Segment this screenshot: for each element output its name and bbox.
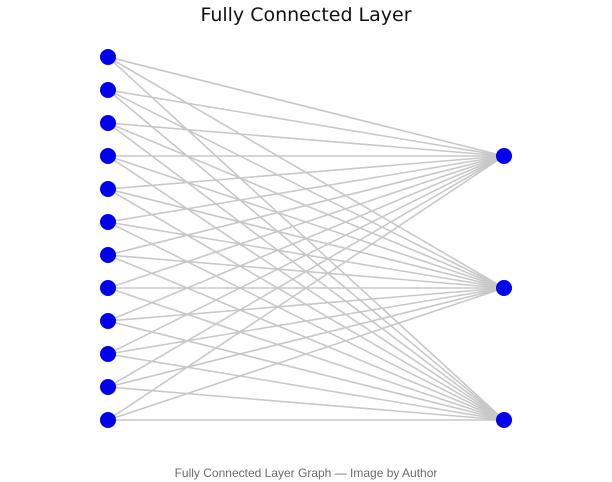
input-node-7 — [100, 247, 116, 263]
edge-in10-out3 — [107, 353, 505, 421]
edge-in12-out2 — [107, 287, 505, 421]
edge-in10-out1 — [107, 155, 505, 355]
input-node-1 — [100, 49, 116, 65]
edge-in12-out1 — [107, 155, 505, 421]
edge-in6-out1 — [107, 155, 505, 223]
input-node-6 — [100, 214, 116, 230]
input-node-11 — [100, 379, 116, 395]
input-node-9 — [100, 313, 116, 329]
edge-in5-out1 — [107, 155, 505, 190]
diagram-title: Fully Connected Layer — [200, 4, 412, 26]
edge-in8-out1 — [107, 155, 505, 289]
edge-in11-out3 — [107, 386, 505, 421]
input-node-5 — [100, 181, 116, 197]
input-node-8 — [100, 280, 116, 296]
input-node-12 — [100, 412, 116, 428]
edge-group — [107, 56, 505, 421]
edge-in2-out1 — [107, 89, 505, 157]
edge-in11-out1 — [107, 155, 505, 388]
input-node-10 — [100, 346, 116, 362]
input-node-4 — [100, 148, 116, 164]
edge-in3-out1 — [107, 122, 505, 157]
edge-in1-out1 — [107, 56, 505, 157]
input-node-2 — [100, 82, 116, 98]
output-node-2 — [496, 280, 512, 296]
edge-in7-out1 — [107, 155, 505, 256]
input-node-3 — [100, 115, 116, 131]
output-node-3 — [496, 412, 512, 428]
figure-caption: Fully Connected Layer Graph — Image by A… — [174, 466, 438, 480]
edge-in9-out3 — [107, 320, 505, 421]
node-group — [100, 49, 512, 428]
edge-in11-out2 — [107, 287, 505, 388]
edge-in10-out2 — [107, 287, 505, 355]
edge-in9-out2 — [107, 287, 505, 322]
output-node-1 — [496, 148, 512, 164]
edge-in9-out1 — [107, 155, 505, 322]
